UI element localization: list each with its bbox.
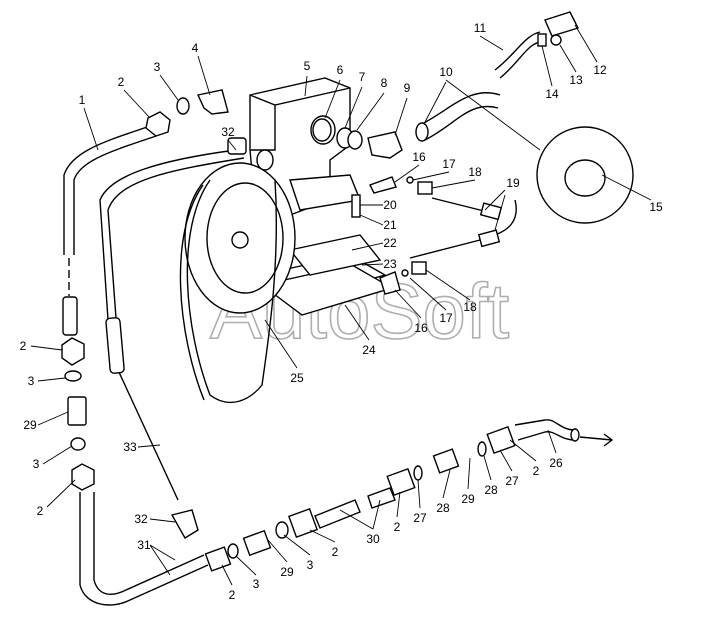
- flange-12: [544, 11, 579, 37]
- label-27-b1: 27: [413, 511, 427, 525]
- nut-2-top: [145, 111, 171, 137]
- label-23: 23: [383, 257, 397, 271]
- label-7: 7: [359, 70, 366, 84]
- label-2-left-2: 2: [37, 504, 44, 518]
- bottom-fittings: [204, 419, 614, 572]
- label-13: 13: [569, 73, 583, 87]
- label-26: 26: [549, 456, 563, 470]
- ring-17: [406, 176, 414, 184]
- label-22: 22: [383, 236, 397, 250]
- label-9: 9: [404, 81, 411, 95]
- label-14: 14: [545, 87, 559, 101]
- label-18b: 18: [463, 300, 477, 314]
- fitting-16b: [379, 271, 401, 295]
- label-24: 24: [362, 343, 376, 357]
- elbow-9: [367, 131, 403, 159]
- label-29-b2: 29: [461, 492, 475, 506]
- label-2-b4: 2: [533, 464, 540, 478]
- pipe-31: [79, 492, 209, 606]
- plug-6: [312, 118, 332, 142]
- label-3-left-2: 3: [33, 457, 40, 471]
- label-2-left: 2: [20, 339, 27, 353]
- callout-labels: 1 2 3 4 5 6 7 8 9 10 11 12 13 14 15 16 1…: [20, 21, 663, 602]
- label-29-b: 29: [280, 565, 294, 579]
- elbow-4: [196, 89, 229, 115]
- label-31: 31: [137, 538, 151, 552]
- label-8: 8: [381, 76, 388, 90]
- nut-18: [417, 181, 433, 195]
- ring-3-left-2: [70, 437, 86, 451]
- label-11: 11: [474, 21, 487, 35]
- ring-3-left: [64, 370, 82, 382]
- label-3-b1: 3: [253, 577, 260, 591]
- label-15: 15: [649, 200, 663, 214]
- nut-2-left: [61, 337, 85, 366]
- belt-25: [186, 179, 278, 404]
- label-33: 33: [123, 440, 137, 454]
- label-10: 10: [439, 65, 453, 79]
- leader-lines: [30, 24, 652, 586]
- label-6: 6: [337, 63, 344, 77]
- elbow-32: [170, 509, 199, 539]
- pulley-nut: [231, 231, 249, 249]
- label-21: 21: [383, 218, 397, 232]
- ring-13: [550, 34, 562, 46]
- label-19: 19: [506, 176, 520, 190]
- nut-2-left-2: [71, 463, 95, 491]
- label-16b: 16: [414, 321, 428, 335]
- label-2-b1: 2: [229, 588, 236, 602]
- label-4: 4: [192, 41, 199, 55]
- hose-10: [419, 92, 501, 141]
- label-25: 25: [290, 371, 304, 385]
- label-2: 2: [118, 75, 125, 89]
- label-17: 17: [442, 157, 456, 171]
- nut-18b: [411, 261, 427, 275]
- tube-33: [105, 317, 125, 374]
- clamp-icon: [564, 159, 606, 197]
- label-2-b3: 2: [394, 520, 401, 534]
- label-3: 3: [154, 60, 161, 74]
- label-2-b2: 2: [332, 545, 339, 559]
- label-27-b2: 27: [505, 474, 519, 488]
- stud-20: [351, 194, 361, 218]
- pipe-1: [62, 125, 157, 336]
- bolt-14: [537, 33, 547, 47]
- label-30: 30: [366, 532, 380, 546]
- label-5: 5: [304, 59, 311, 73]
- label-18: 18: [468, 165, 482, 179]
- label-3-b2: 3: [307, 558, 314, 572]
- label-16: 16: [412, 150, 426, 164]
- label-12: 12: [593, 63, 607, 77]
- label-28-b2: 28: [484, 483, 498, 497]
- fitting-32-top: [227, 137, 247, 155]
- fitting-29-left: [67, 396, 87, 426]
- ring-3-top: [176, 97, 190, 115]
- fitting-16: [369, 176, 397, 194]
- ring-17b: [401, 269, 409, 277]
- label-20: 20: [383, 198, 397, 212]
- label-29-left: 29: [23, 418, 37, 432]
- label-3-left: 3: [28, 374, 35, 388]
- label-28-b1: 28: [436, 501, 450, 515]
- label-32-bottom: 32: [134, 512, 148, 526]
- pipe-11: [494, 31, 543, 79]
- label-17b: 17: [439, 311, 453, 325]
- label-32-top: 32: [221, 125, 235, 139]
- nut-8: [347, 130, 363, 150]
- label-1: 1: [79, 93, 86, 107]
